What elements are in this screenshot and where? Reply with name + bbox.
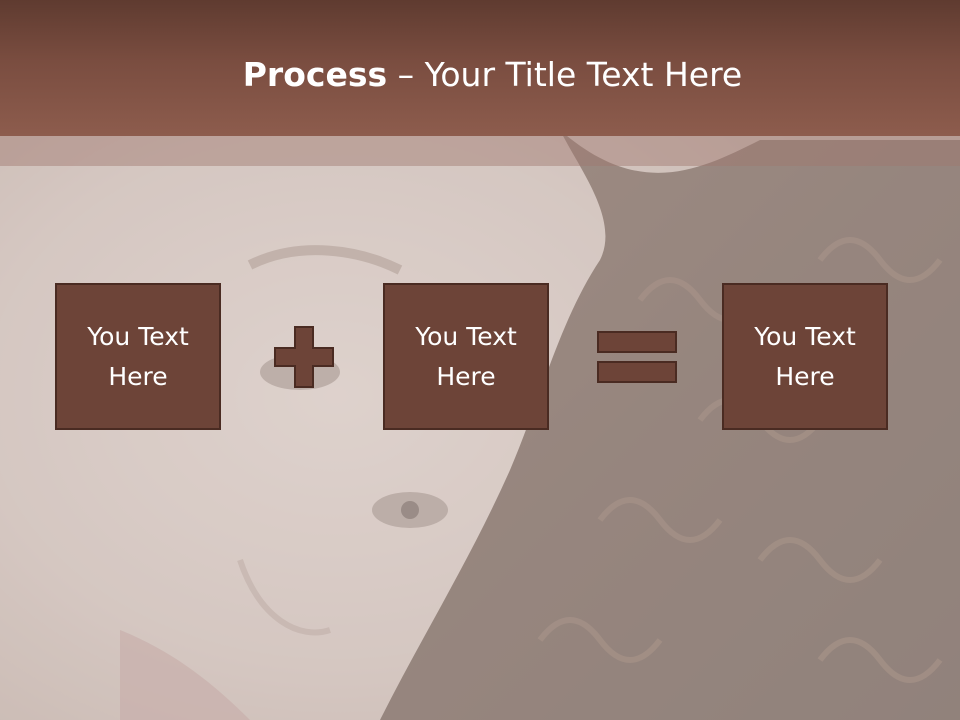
equals-icon xyxy=(597,331,677,383)
slide-title[interactable]: Process – Your Title Text Here xyxy=(0,54,960,96)
title-bar xyxy=(0,0,960,136)
process-box-2-text: You Text Here xyxy=(415,321,517,391)
process-box-2[interactable]: You Text Here xyxy=(383,283,549,430)
title-band xyxy=(0,136,960,166)
process-box-1[interactable]: You Text Here xyxy=(55,283,221,430)
plus-icon xyxy=(274,326,334,388)
title-bold: Process xyxy=(242,55,388,94)
title-rest: Your Title Text Here xyxy=(424,55,743,94)
process-box-1-text: You Text Here xyxy=(87,321,189,391)
process-box-3-text: You Text Here xyxy=(754,321,856,391)
process-box-3[interactable]: You Text Here xyxy=(722,283,888,430)
title-dash: – xyxy=(387,55,425,94)
